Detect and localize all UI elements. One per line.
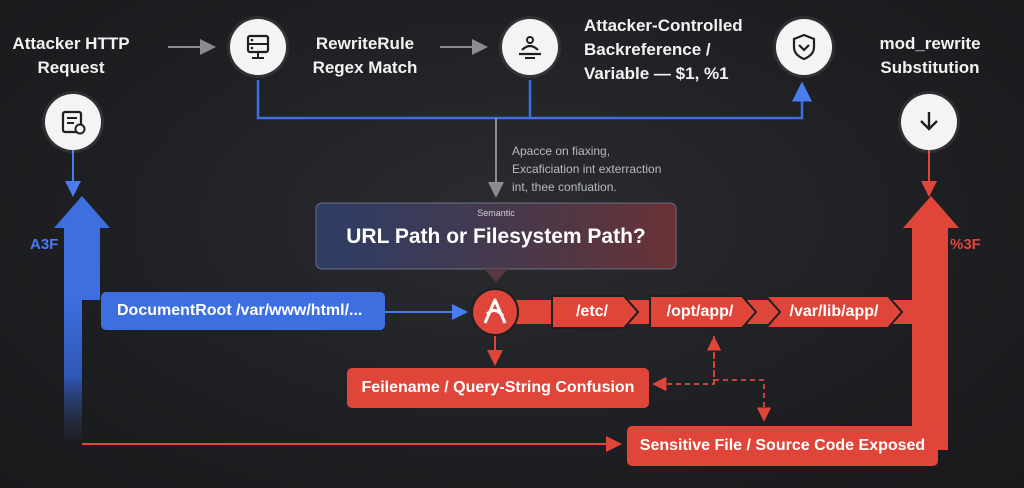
exposed-box: Sensitive File / Source Code Exposed [627, 426, 938, 466]
path-var-lib-app: /var/lib/app/ [789, 303, 879, 320]
semantic-small-label: Semantic [477, 208, 515, 218]
chevron-down-icon [920, 112, 938, 131]
blue-column [64, 300, 82, 440]
path-etc: /etc/ [575, 303, 608, 320]
red-up-arrow [903, 196, 959, 450]
docroot-box: DocumentRoot /var/www/html/... [101, 292, 385, 330]
label-rewrite-rule: RewriteRule Regex Match [312, 34, 418, 77]
label-backreference: Attacker-Controlled Backreference / Vari… [584, 16, 743, 83]
substitution-node [901, 94, 957, 150]
server-icon [246, 34, 270, 59]
path-opt-shape [649, 295, 758, 329]
path-etc-shape [551, 295, 640, 329]
blue-up-arrow-head [54, 196, 110, 300]
apache-icon [483, 298, 507, 324]
path-opt-app: /opt/app/ [666, 303, 734, 320]
label-attacker-request: Attacker HTTP Request [12, 34, 130, 77]
shield-icon [792, 33, 816, 61]
right-side-label: %3F [950, 236, 981, 253]
backref-node [502, 19, 558, 75]
path-varlib-shape [763, 295, 904, 329]
server-node [230, 19, 286, 75]
confusion-box: Feilename / Query-String Confusion [347, 368, 649, 408]
document-icon [61, 110, 86, 135]
semantic-box-pointer [484, 269, 508, 282]
explanation-note: Apacce on fiaxing, Excaficiation int ext… [512, 144, 662, 194]
semantic-title: URL Path or Filesystem Path? [346, 225, 646, 248]
left-side-label: A3F [30, 236, 59, 253]
label-substitution: mod_rewrite Substitution [879, 34, 981, 77]
cloud-signal-icon [519, 36, 541, 59]
document-node [45, 94, 101, 150]
shield-node [776, 19, 832, 75]
dashed-to-confusion [652, 336, 715, 392]
dashed-to-exposed [714, 379, 772, 422]
